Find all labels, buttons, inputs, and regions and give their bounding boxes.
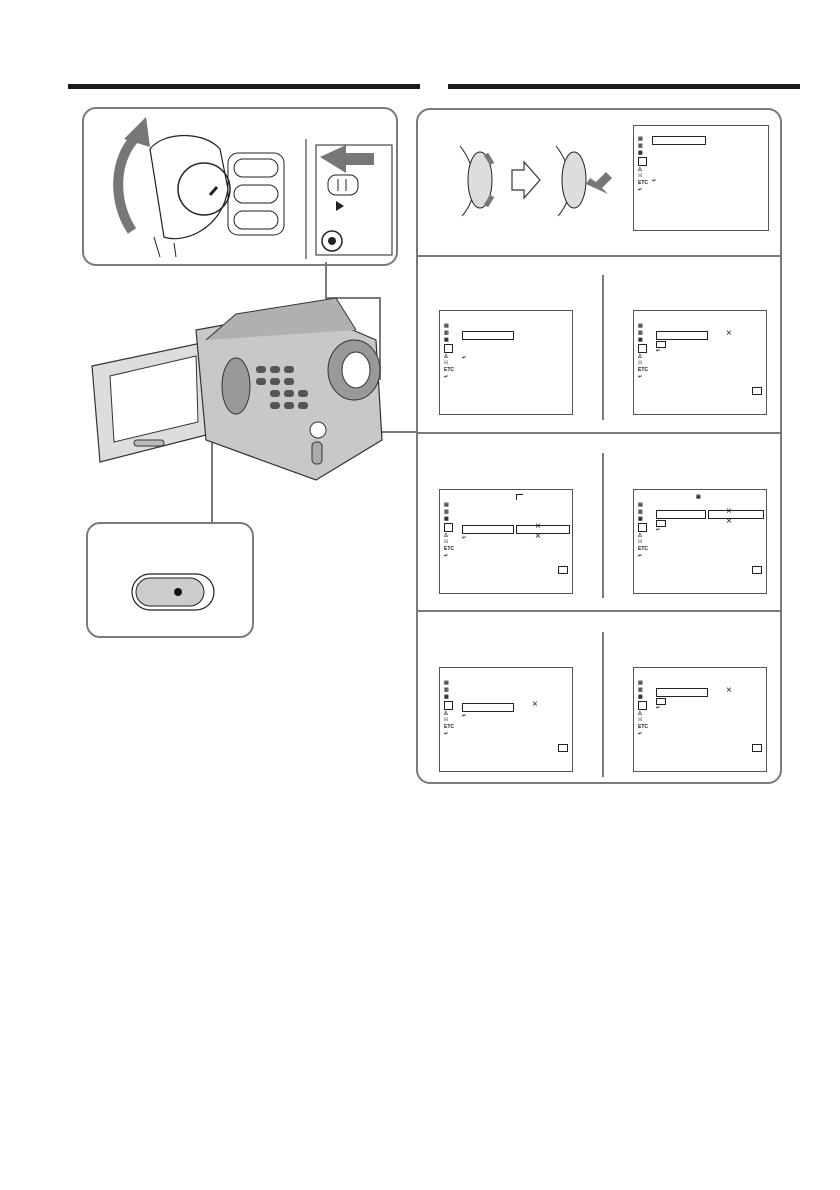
camcorder-illustration (91, 297, 383, 481)
return-icon: ↵ (462, 713, 467, 719)
return-icon: ↵ (638, 187, 643, 193)
etc-label: ETC (638, 180, 648, 186)
record-button-illustration (131, 573, 215, 611)
selected-menu-bar (656, 331, 708, 340)
lcd-menu-screen-2a: ▤▥▦ ◬⊟ ETC ↵ ↵ (439, 310, 573, 415)
return-icon: ↵ (638, 553, 643, 559)
close-icon: × (726, 506, 732, 517)
return-icon: ↵ (652, 178, 657, 184)
lcd-menu-screen-1: ▤▥▦ ◬⊟ ETC ↵ ↵ (633, 125, 769, 231)
selected-menu-bar (462, 703, 514, 712)
card-icon (558, 566, 568, 574)
menu-icon-column: ▤▥▦ ◬⊟ ETC ↵ (444, 680, 454, 737)
card-icon (752, 566, 762, 574)
selected-option-bar (516, 525, 570, 534)
etc-label: ETC (638, 724, 648, 730)
return-icon: ↵ (462, 355, 467, 361)
close-icon: × (535, 521, 541, 532)
return-icon: ↵ (444, 553, 449, 559)
return-icon: ↵ (444, 731, 449, 737)
return-icon: ↵ (638, 731, 643, 737)
close-icon: × (532, 699, 538, 710)
lcd-menu-screen-3a: ▤▥▦ ◬⊟ ETC ↵ × × ↵ (439, 489, 573, 594)
return-icon: ↵ (444, 374, 449, 380)
step-divider-2 (602, 275, 604, 420)
lcd-menu-screen-4b: ▤▥▦ ◬⊟ ETC ↵ × ↵ (633, 667, 767, 772)
card-icon (656, 520, 666, 527)
lcd-menu-screen-4a: ▤▥▦ ◬⊟ ETC ↵ × ↵ (439, 667, 573, 772)
card-icon (752, 744, 762, 752)
mode-indicator-icon: ▣ (696, 494, 701, 500)
menu-icon-column: ▤▥▦ ◬⊟ ETC ↵ (444, 502, 454, 559)
control-dial-illustration (459, 145, 612, 217)
return-icon: ↵ (656, 348, 661, 354)
etc-label: ETC (444, 724, 454, 730)
card-icon (656, 698, 666, 705)
step-separator-1 (418, 255, 780, 257)
close-icon: × (535, 531, 541, 542)
return-icon: ↵ (462, 535, 467, 541)
step-separator-2 (418, 432, 780, 434)
menu-icon-column: ▤▥▦ ◬⊟ ETC ↵ (638, 136, 648, 193)
return-icon: ↵ (638, 374, 643, 380)
step-separator-3 (418, 610, 780, 612)
return-icon: ↵ (656, 527, 661, 533)
menu-icon-column: ▤▥▦ ◬⊟ ETC ↵ (638, 502, 648, 559)
selected-option-bar (708, 510, 764, 519)
corner-icon (516, 494, 523, 500)
power-switch-illustration (113, 117, 393, 259)
lcd-menu-screen-2b: ▤▥▦ ◬⊟ ETC ↵ × ↵ (633, 310, 767, 415)
menu-icon-column: ▤▥▦ ◬⊟ ETC ↵ (638, 680, 648, 737)
return-icon: ↵ (656, 705, 661, 711)
selected-menu-bar (656, 510, 706, 519)
close-icon: × (726, 516, 732, 527)
card-icon (656, 341, 666, 348)
etc-label: ETC (638, 546, 648, 552)
power-switch-callout (82, 107, 398, 266)
etc-label: ETC (638, 367, 648, 373)
left-title-rule (68, 84, 420, 89)
selected-menu-bar (462, 525, 514, 534)
record-button-callout (86, 522, 254, 638)
etc-label: ETC (444, 546, 454, 552)
right-title-rule (448, 84, 800, 89)
card-icon (752, 387, 762, 395)
selected-menu-bar (462, 331, 514, 340)
selected-menu-bar (652, 136, 706, 145)
card-icon (558, 744, 568, 752)
close-icon: × (726, 328, 732, 339)
step-divider-4 (602, 632, 604, 777)
menu-icon-column: ▤▥▦ ◬⊟ ETC ↵ (638, 323, 648, 380)
selected-menu-bar (656, 688, 708, 697)
close-icon: × (726, 685, 732, 696)
menu-icon-column: ▤▥▦ ◬⊟ ETC ↵ (444, 323, 454, 380)
etc-label: ETC (444, 367, 454, 373)
lcd-menu-screen-3b: ▣ ▤▥▦ ◬⊟ ETC ↵ × × ↵ (633, 489, 767, 594)
step-divider-3 (602, 453, 604, 598)
